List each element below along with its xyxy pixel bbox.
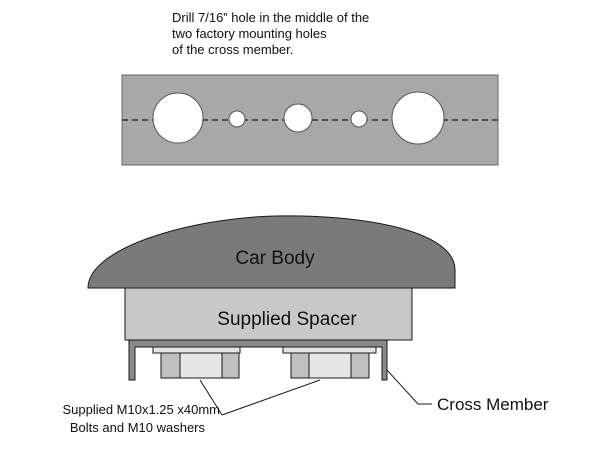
bolt-callout-line-left	[199, 379, 223, 416]
side-view: Car Body Supplied Spacer Cross Member Su…	[62, 215, 549, 435]
cross-member-callout-line	[386, 369, 432, 405]
instruction-line-2: two factory mounting holes	[172, 26, 327, 41]
car-body-label: Car Body	[235, 248, 315, 269]
washer-right	[282, 346, 377, 354]
factory-hole-left	[152, 92, 204, 144]
drill-hole-center	[283, 103, 313, 133]
instruction-line-3: of the cross member.	[172, 42, 294, 57]
cross-member-bracket	[128, 339, 388, 381]
small-hole-left	[228, 110, 246, 128]
bolts-label-line-1: Supplied M10x1.25 x40mm	[62, 402, 220, 417]
cross-member-label: Cross Member	[437, 395, 549, 414]
small-hole-right	[350, 110, 368, 128]
bolt-head-right-face	[308, 352, 352, 379]
spacer-label: Supplied Spacer	[217, 309, 357, 330]
cross-member-top-view	[121, 74, 499, 166]
supplied-spacer	[124, 287, 413, 341]
instruction-line-1: Drill 7/16” hole in the middle of the	[172, 10, 370, 25]
drill-instructions: Drill 7/16” hole in the middle of the tw…	[172, 10, 472, 58]
bolt-head-left-face	[179, 352, 223, 379]
bolt-callout-line-right	[221, 379, 321, 416]
washer-left	[152, 346, 241, 354]
factory-hole-right	[391, 91, 445, 145]
bolts-label-line-2: Bolts and M10 washers	[70, 420, 206, 435]
car-body-shape	[87, 215, 456, 289]
